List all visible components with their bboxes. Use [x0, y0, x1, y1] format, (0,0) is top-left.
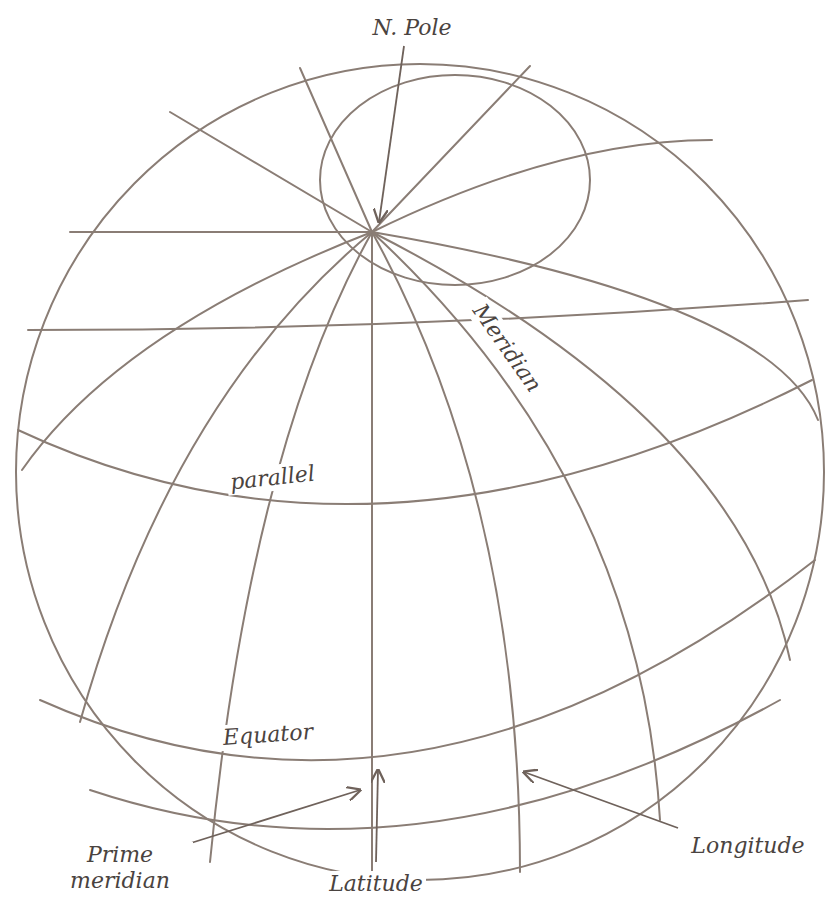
pole-label: N. Pole — [369, 15, 454, 41]
latitude-label: Latitude — [326, 871, 426, 897]
prime-meridian-label: Prime meridian — [47, 842, 193, 895]
meridian-lines — [22, 66, 818, 878]
longitude-label: Longitude — [688, 833, 807, 859]
equator-label: Equator — [219, 718, 317, 751]
globe-outline — [16, 64, 824, 880]
parallel-label: parallel — [225, 460, 318, 496]
parallel-lines — [18, 300, 815, 829]
leader-arrows — [175, 46, 678, 862]
